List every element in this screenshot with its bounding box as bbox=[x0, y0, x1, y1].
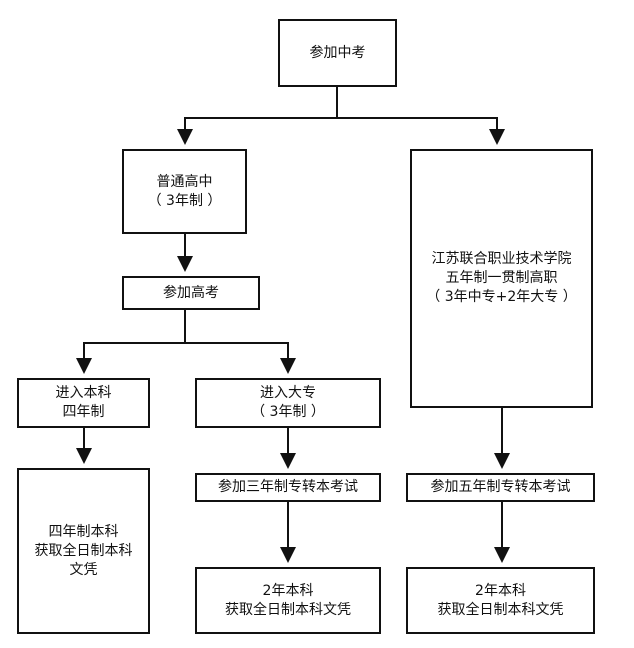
node-result-3-line-2: 获取全日制本科文凭 bbox=[225, 601, 351, 618]
node-gaokao: 参加高考 bbox=[122, 276, 260, 310]
node-zhuanzhuanben-5-line-1: 参加五年制专转本考试 bbox=[430, 479, 571, 495]
node-benke-4: 进入本科 四年制 bbox=[17, 378, 150, 428]
node-result-3-line-1: 2年本科 bbox=[262, 582, 314, 599]
node-zhuanzhuanben-3: 参加三年制专转本考试 bbox=[195, 473, 381, 502]
node-result-3: 2年本科 获取全日制本科文凭 bbox=[195, 567, 381, 634]
node-benke-4-line-1: 进入本科 bbox=[55, 385, 112, 401]
node-wuyi-gaozhi-line-2: 五年制一贯制高职 bbox=[445, 270, 558, 286]
node-result-5-line-1: 2年本科 bbox=[475, 582, 526, 599]
node-zhongkao: 参加中考 bbox=[278, 19, 397, 87]
node-dazhuan-3-line-2: （ 3年制 ） bbox=[251, 404, 325, 420]
node-benke-result-line-1: 四年制本科 bbox=[48, 523, 119, 540]
node-result-5: 2年本科 获取全日制本科文凭 bbox=[406, 567, 595, 634]
node-benke-result-line-3: 文凭 bbox=[69, 561, 98, 578]
node-benke-result-line-2: 获取全日制本科 bbox=[34, 542, 133, 559]
node-benke-4-line-2: 四年制 bbox=[62, 404, 105, 420]
node-wuyi-gaozhi: 江苏联合职业技术学院 五年制一贯制高职 （ 3年中专+2年大专 ） bbox=[410, 149, 593, 408]
node-wuyi-gaozhi-line-3: （ 3年中专+2年大专 ） bbox=[426, 289, 577, 305]
node-zhuanzhuanben-3-line-1: 参加三年制专转本考试 bbox=[218, 479, 358, 495]
node-result-5-line-2: 获取全日制本科文凭 bbox=[437, 601, 564, 618]
node-putong-gaozhong-line-1: 普通高中 bbox=[156, 173, 213, 190]
node-dazhuan-3-line-1: 进入大专 bbox=[260, 385, 316, 401]
node-putong-gaozhong: 普通高中 （ 3年制 ） bbox=[122, 149, 247, 234]
node-dazhuan-3: 进入大专 （ 3年制 ） bbox=[195, 378, 381, 428]
node-gaokao-line-1: 参加高考 bbox=[163, 284, 219, 301]
node-benke-result: 四年制本科 获取全日制本科 文凭 bbox=[17, 468, 150, 634]
node-zhuanzhuanben-5: 参加五年制专转本考试 bbox=[406, 473, 595, 502]
node-wuyi-gaozhi-line-1: 江苏联合职业技术学院 bbox=[431, 251, 572, 267]
node-zhongkao-line-1: 参加中考 bbox=[309, 44, 366, 61]
node-putong-gaozhong-line-2: （ 3年制 ） bbox=[147, 192, 222, 209]
